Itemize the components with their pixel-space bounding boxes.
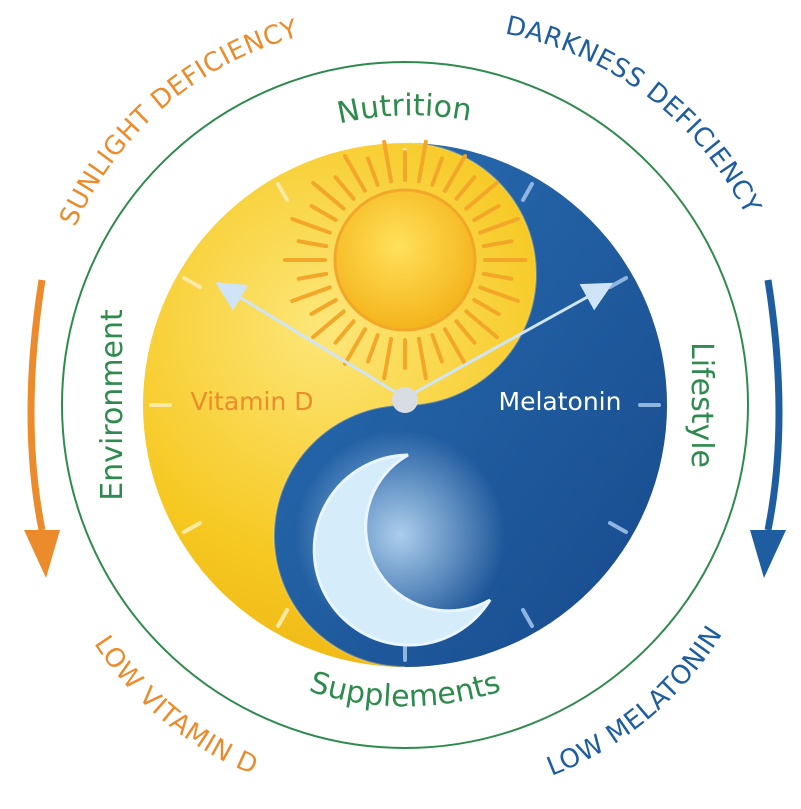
clock-hands xyxy=(215,282,614,400)
sun-ray xyxy=(309,298,338,316)
melatonin-label: Melatonin xyxy=(499,387,622,416)
sun-ray xyxy=(464,309,499,340)
sun-ray xyxy=(472,204,501,222)
nutrition-label: Nutrition xyxy=(334,88,474,131)
sun-ray xyxy=(309,204,338,222)
sun-ray xyxy=(478,216,520,235)
sun-ray xyxy=(464,180,499,211)
sun-ray xyxy=(443,154,467,193)
left-down-arrow-icon xyxy=(24,279,60,578)
sun-ray xyxy=(472,298,501,316)
sun-ray xyxy=(366,156,380,187)
moon-icon xyxy=(295,430,505,647)
sun-ray xyxy=(430,156,444,187)
sun-ray xyxy=(366,333,380,364)
sun-ray xyxy=(382,139,394,184)
sun-ray xyxy=(311,309,346,340)
sun-ray xyxy=(481,271,514,281)
supplements-label: Supplements xyxy=(306,665,505,715)
sun-ray xyxy=(343,154,367,193)
clock-center xyxy=(392,387,418,413)
outer-ring xyxy=(61,61,749,749)
sun-ray xyxy=(443,327,467,366)
sun-ray xyxy=(333,319,356,345)
low-melatonin-label: LOW MELATONIN xyxy=(543,621,729,783)
sun-ray xyxy=(333,175,356,201)
sun-ray xyxy=(481,239,514,249)
sun-ray xyxy=(296,271,329,281)
sun-ray xyxy=(290,285,332,304)
environment-label: Environment xyxy=(95,309,130,501)
sun-ray xyxy=(296,239,329,249)
vitamin-d-label: Vitamin D xyxy=(191,387,314,416)
sun-ray xyxy=(454,175,477,201)
sun-ray xyxy=(454,319,477,345)
right-down-arrow-icon xyxy=(750,279,786,578)
sun-icon xyxy=(283,139,527,381)
sun-ray xyxy=(290,216,332,235)
sun-ray xyxy=(416,139,428,184)
low-vitamin-d-label: LOW VITAMIN D xyxy=(88,630,262,781)
sun-ray xyxy=(311,180,346,211)
sun-ray xyxy=(478,285,520,304)
sun-ray xyxy=(382,336,394,381)
lifestyle-label: Lifestyle xyxy=(684,342,719,468)
sun-ray xyxy=(416,336,428,381)
sun-ray xyxy=(343,327,367,366)
sun-ray xyxy=(430,333,444,364)
